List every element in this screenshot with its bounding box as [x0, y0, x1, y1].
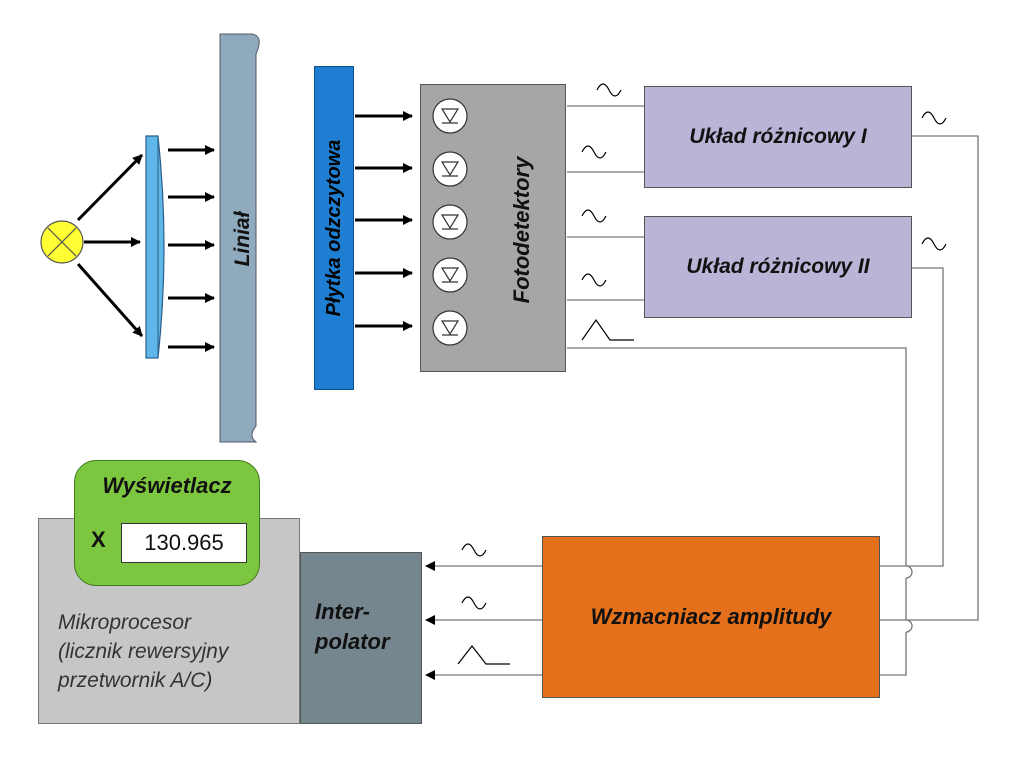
- ramp-wave-icon: [457, 645, 510, 665]
- plate-output-arrows: [355, 111, 413, 331]
- detector-signal-wires: [567, 105, 979, 676]
- amplifier-output-arrows: [425, 561, 542, 680]
- interpolator-block: Inter- polator: [300, 552, 422, 724]
- lens-icon: [145, 135, 165, 359]
- sine-wave-icon: [581, 273, 607, 287]
- diff-circuit-2-block: Układ różnicowy II: [644, 216, 912, 318]
- display-value: 130.965: [144, 530, 224, 555]
- photodiode-icons: [432, 98, 468, 346]
- display-block: Wyświetlacz X 130.965: [74, 460, 260, 586]
- sine-wave-icon: [581, 209, 607, 223]
- interpolator-label-line-2: polator: [315, 629, 390, 654]
- ruler-block: [219, 33, 260, 443]
- photodiode-icon: [440, 108, 460, 124]
- sine-wave-icon: [461, 596, 487, 610]
- sine-wave-icon: [596, 83, 622, 97]
- microprocessor-line-2: (licznik rewersyjny: [58, 640, 229, 663]
- diff-circuit-1-block: Układ różnicowy I: [644, 86, 912, 188]
- amplifier-label: Wzmacniacz amplitudy: [590, 604, 832, 629]
- amplifier-block: Wzmacniacz amplitudy: [542, 536, 880, 698]
- photodiode-icon: [440, 214, 460, 230]
- reading-plate-block: [314, 66, 354, 390]
- sine-wave-icon: [921, 111, 947, 125]
- lamp-icon: [40, 220, 84, 264]
- waveform-icons: [457, 83, 947, 665]
- diff-circuit-2-label: Układ różnicowy II: [686, 255, 870, 278]
- photodetectors-label: Fotodetektory: [509, 156, 534, 304]
- photodiode-icon: [440, 161, 460, 177]
- display-readout: 130.965: [121, 523, 247, 563]
- display-title: Wyświetlacz: [102, 473, 232, 498]
- sine-wave-icon: [581, 145, 607, 159]
- sine-wave-icon: [461, 543, 487, 557]
- photodiode-icon: [440, 267, 460, 283]
- lens-output-arrows: [168, 145, 215, 352]
- diff-circuit-1-label: Układ różnicowy I: [689, 125, 867, 148]
- ramp-wave-icon: [581, 318, 634, 341]
- microprocessor-text: Mikroprocesor (licznik rewersyjny przetw…: [58, 608, 228, 695]
- ruler-label: Liniał: [231, 211, 254, 267]
- microprocessor-line-1: Mikroprocesor: [58, 611, 192, 634]
- sine-wave-icon: [921, 237, 947, 251]
- microprocessor-line-3: przetwornik A/C): [58, 669, 213, 692]
- photodiode-icon: [440, 320, 460, 336]
- display-axis-label: X: [91, 527, 106, 552]
- reading-plate-label: Płytka odzczytowa: [323, 139, 345, 317]
- interpolator-label-line-1: Inter-: [315, 599, 370, 624]
- lamp-rays: [76, 153, 144, 337]
